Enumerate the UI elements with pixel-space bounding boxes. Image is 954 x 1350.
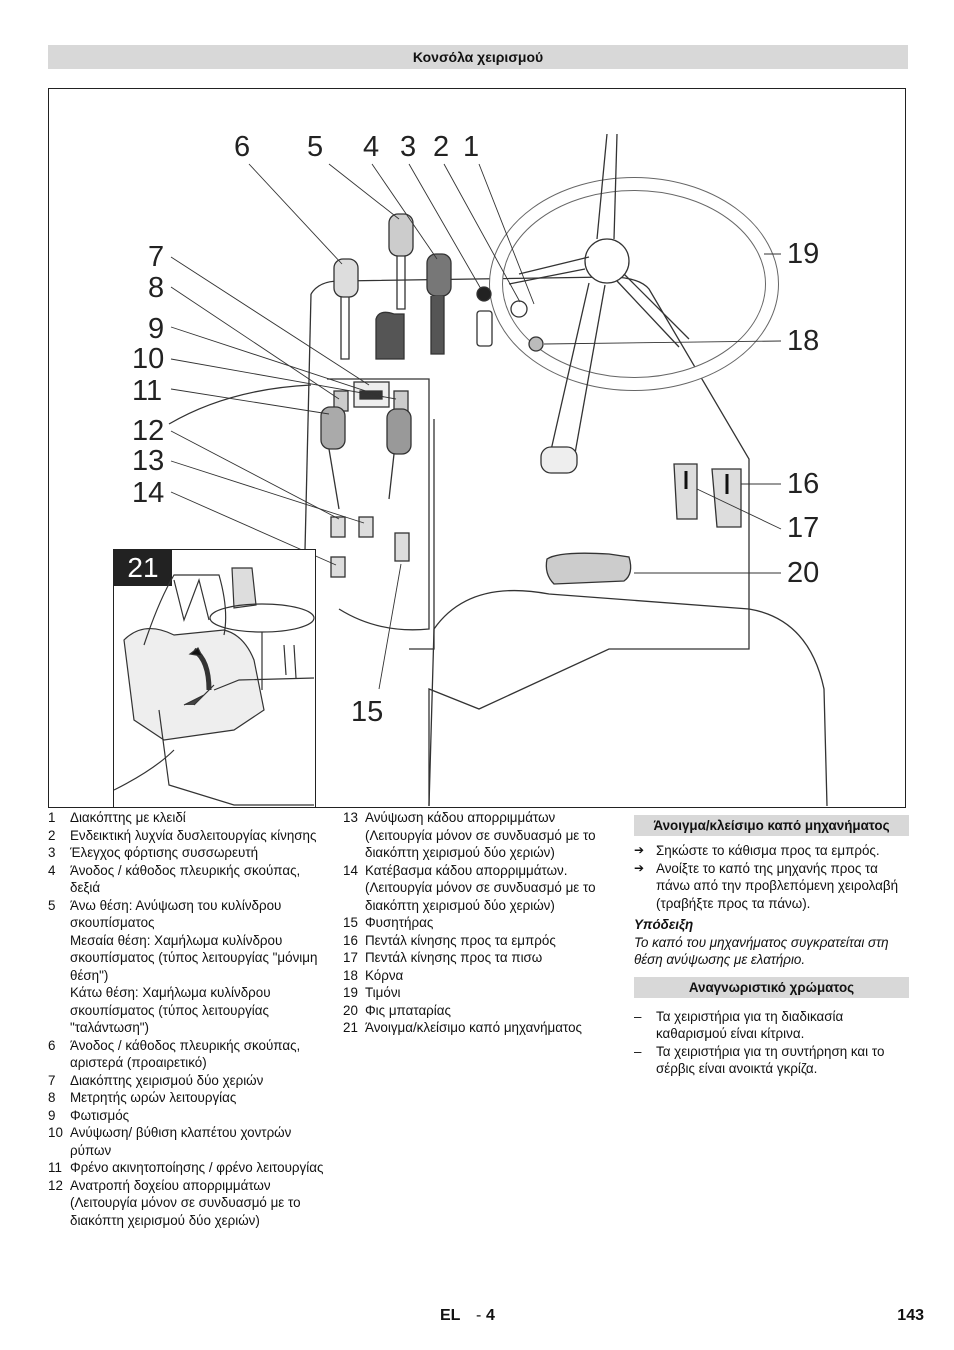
inset-drawing: [114, 567, 315, 806]
arrow-icon: ➔: [634, 843, 645, 857]
callout-14: 14: [132, 477, 165, 509]
callout-16: 16: [787, 468, 820, 500]
callout-20: 20: [787, 557, 820, 589]
callout-5: 5: [307, 131, 324, 163]
dash-list-item: –Τα χειριστήρια για τη διαδικασία καθαρι…: [634, 1008, 844, 1042]
callout-4: 4: [363, 131, 380, 163]
callout-15: 15: [351, 696, 384, 728]
console-drawing: [168, 133, 828, 807]
legend-item: Κάτω θέση: Χαμήλωμα κυλίνδρου σκουπίσματ…: [70, 985, 271, 1035]
control-console-illustration: 6 5 4 3 2 1 7 8 9 10 11 12 13 14 19 18 1…: [48, 88, 906, 808]
footer-separator: -: [476, 1307, 482, 1324]
step-item: ➔Σηκώστε το κάθισμα προς τα εμπρός.: [634, 843, 880, 858]
dash-bullet: –: [634, 1008, 642, 1024]
callout-9: 9: [148, 313, 165, 345]
callout-11: 11: [132, 375, 163, 407]
note-heading: Υπόδειξη: [634, 917, 694, 932]
callout-19: 19: [787, 238, 820, 270]
step-item: ➔Ανοίξτε το καπό της μηχανής προς τα πάν…: [634, 860, 899, 911]
callout-8: 8: [148, 272, 165, 304]
instructions-column: Άνοιγμα/κλείσιμο καπό μηχανήματος ➔Σηκώσ…: [634, 815, 909, 1078]
callout-12: 12: [132, 415, 165, 447]
inset-hood-opening: 21: [113, 549, 316, 807]
legend-item: (Λειτουργία μόνον σε συνδυασμό με το δια…: [365, 880, 596, 913]
footer-section-page: 4: [486, 1307, 495, 1324]
inset-number: 21: [114, 550, 172, 586]
dash-bullet: –: [634, 1043, 642, 1059]
callout-13: 13: [132, 445, 165, 477]
section-title: Κονσόλα χειρισμού: [48, 45, 908, 69]
callout-7: 7: [148, 241, 165, 273]
callout-2: 2: [433, 131, 450, 163]
callout-18: 18: [787, 325, 820, 357]
callout-17: 17: [787, 512, 820, 544]
callout-3: 3: [400, 131, 417, 163]
section-heading-color-code: Αναγνωριστικό χρώματος: [634, 976, 909, 998]
callout-6: 6: [234, 131, 251, 163]
footer-language: EL: [440, 1307, 461, 1324]
note-text: Το καπό του μηχανήματος συγκρατείται στη…: [634, 934, 889, 968]
page-number: 143: [897, 1307, 924, 1324]
legend-item: Μεσαία θέση: Χαμήλωμα κυλίνδρου σκουπίσμ…: [70, 932, 318, 983]
arrow-icon: ➔: [634, 860, 645, 875]
dash-list-item: –Τα χειριστήρια για τη συντήρηση και το …: [634, 1043, 885, 1077]
section-heading-hood: Άνοιγμα/κλείσιμο καπό μηχανήματος: [634, 815, 909, 836]
callout-10: 10: [132, 343, 165, 375]
callout-1: 1: [463, 131, 480, 163]
